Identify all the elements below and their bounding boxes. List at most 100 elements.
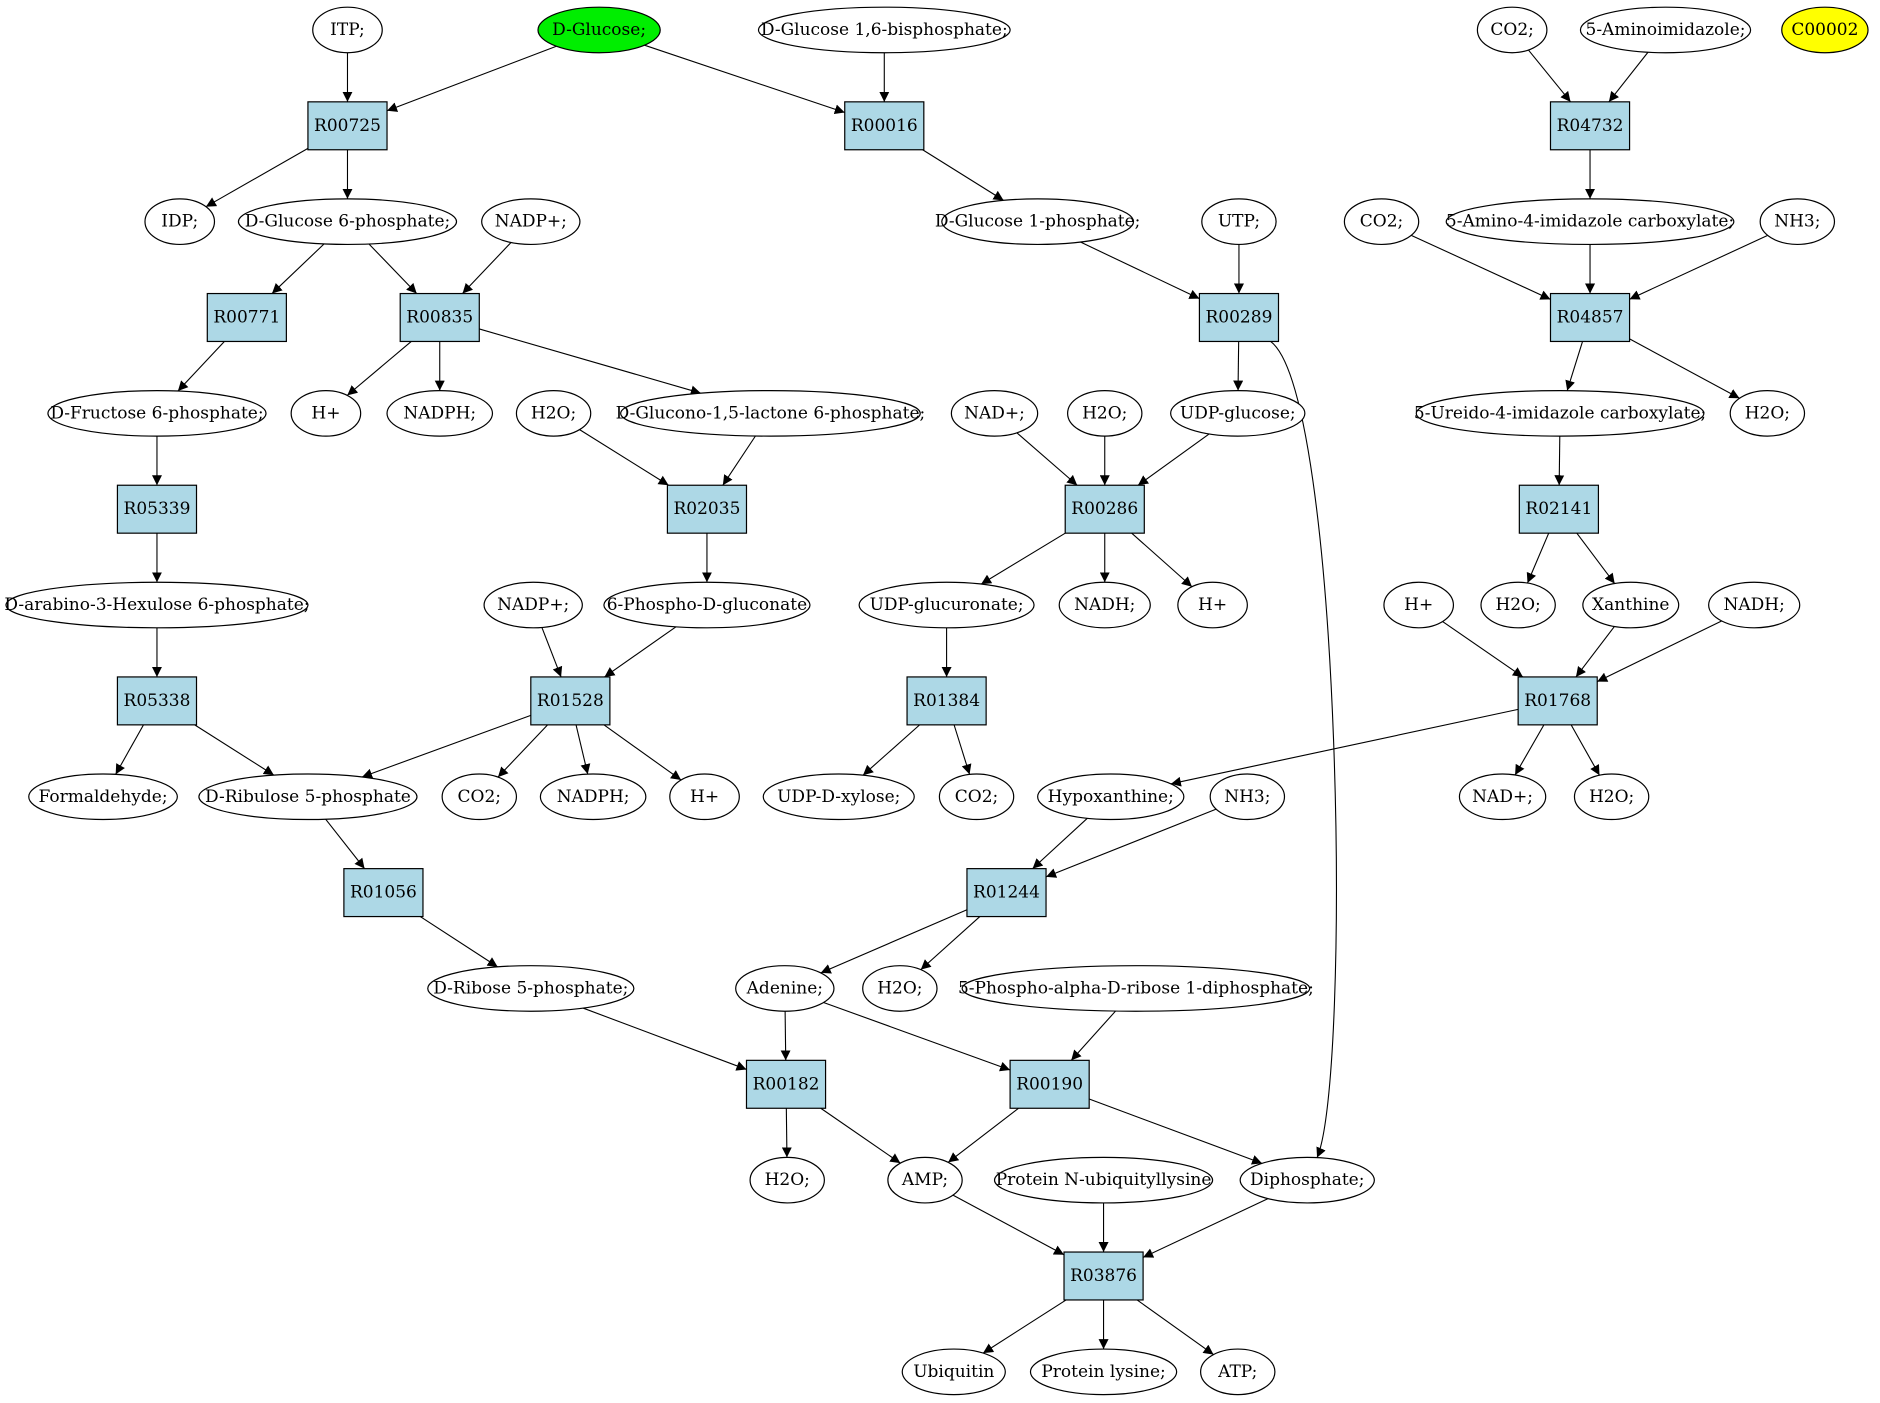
edge-arrow	[1032, 817, 1088, 870]
edge-arrow	[1270, 341, 1337, 1158]
node-label: 5-Phospho-alpha-D-ribose 1-diphosphate;	[958, 978, 1314, 998]
compound-node: Protein lysine;	[1029, 1348, 1178, 1396]
reaction-box	[1518, 484, 1600, 534]
edge-arrow	[419, 916, 498, 968]
edge-arrow	[947, 1107, 1019, 1163]
reaction-node: R04732	[1549, 101, 1631, 151]
node-label: R04857	[1557, 308, 1624, 328]
edge-arrow	[1131, 532, 1193, 588]
compound-ellipse	[993, 1156, 1214, 1204]
compound-node: H2O;	[862, 965, 938, 1012]
edge-arrow	[1080, 241, 1200, 300]
compound-ellipse	[1480, 581, 1556, 629]
edge-arrow	[722, 435, 756, 486]
node-label: H+	[1198, 595, 1227, 615]
compound-ellipse	[1177, 581, 1248, 629]
compound-ellipse	[481, 198, 581, 246]
node-label: R05339	[124, 499, 191, 519]
reaction-node: R01244	[966, 868, 1047, 918]
node-label: 5-Ureido-4-imidazole carboxylate;	[1414, 403, 1706, 423]
node-label: R01768	[1524, 691, 1591, 711]
edge-arrow	[781, 1108, 792, 1158]
compound-node: H2O;	[1480, 581, 1556, 629]
node-label: AMP;	[901, 1170, 948, 1190]
compound-ellipse	[1415, 389, 1705, 437]
edge-arrow	[1608, 51, 1649, 103]
compound-node: H2O;	[515, 389, 592, 437]
compound-node: 6-Phospho-D-gluconate	[603, 581, 811, 629]
compound-node: H2O;	[1729, 389, 1806, 437]
node-label: H2O;	[1495, 595, 1540, 615]
edge-arrow	[1016, 432, 1078, 486]
compound-ellipse	[1582, 581, 1680, 629]
edge-arrow	[462, 242, 512, 294]
node-label: H2O;	[877, 978, 922, 998]
reaction-node: R00835	[399, 292, 480, 343]
edge-arrow	[115, 724, 144, 775]
reaction-box	[116, 484, 198, 534]
compound-ellipse	[603, 581, 811, 629]
node-label: H2O;	[1082, 403, 1127, 423]
compound-node: NAD+;	[950, 389, 1039, 437]
reaction-box	[906, 676, 987, 726]
node-label: R00725	[314, 116, 381, 136]
edge-arrow	[922, 149, 1004, 201]
compound-node: H2O;	[749, 1156, 825, 1204]
compound-node: D-Glucono-1,5-lactone 6-phosphate;	[616, 389, 925, 437]
node-label: NADH;	[1724, 595, 1785, 615]
compound-node: Hypoxanthine;	[1037, 773, 1185, 821]
reaction-node: R01056	[343, 868, 424, 918]
reaction-box	[116, 676, 198, 726]
compound-node: 5-Ureido-4-imidazole carboxylate;	[1414, 389, 1706, 437]
compound-ellipse	[1037, 773, 1185, 821]
edge-arrow	[1137, 433, 1210, 486]
node-label: NADPH;	[557, 787, 630, 807]
compound-node: CO2;	[441, 773, 518, 821]
reaction-node: R00771	[206, 292, 287, 343]
compound-ellipse	[950, 389, 1039, 437]
node-label: H2O;	[531, 403, 576, 423]
compound-ellipse	[1759, 198, 1836, 246]
compound-node: D-Ribose 5-phosphate;	[427, 965, 635, 1012]
reaction-box	[399, 292, 480, 343]
reaction-node: R05339	[116, 484, 198, 534]
node-label: D-Glucose 6-phosphate;	[245, 212, 451, 232]
compound-ellipse	[1239, 1156, 1375, 1204]
compound-node: NH3;	[1759, 198, 1836, 246]
edge-arrow	[205, 147, 309, 208]
reaction-box	[530, 676, 611, 726]
node-label: UTP;	[1218, 212, 1260, 232]
compound-ellipse	[1383, 581, 1455, 629]
node-label: D-Glucose 1-phosphate;	[935, 212, 1141, 232]
compound-ellipse	[515, 389, 592, 437]
node-label: CO2;	[458, 787, 502, 807]
edge-arrow	[1576, 532, 1616, 584]
edge-arrow	[820, 1107, 901, 1164]
node-label: Hypoxanthine;	[1048, 787, 1174, 807]
reaction-box	[1549, 292, 1631, 343]
compound-ellipse	[386, 389, 494, 437]
edge-arrow	[1045, 808, 1217, 878]
reaction-box	[307, 101, 388, 151]
compound-node: NAD+;	[1458, 773, 1547, 821]
reaction-node: R00182	[745, 1059, 827, 1109]
compound-ellipse	[938, 773, 1015, 821]
node-label: UDP-glucuronate;	[870, 595, 1024, 615]
compound-ellipse	[537, 6, 661, 54]
compound-ellipse	[312, 6, 383, 54]
compound-ellipse	[198, 773, 418, 821]
node-label: Adenine;	[746, 978, 823, 998]
compound-ellipse	[961, 965, 1311, 1012]
edge-arrow	[1629, 234, 1768, 300]
compound-ellipse	[144, 198, 216, 246]
node-label: H+	[311, 403, 340, 423]
compound-node: NH3;	[1209, 773, 1286, 821]
compound-ellipse	[862, 965, 938, 1012]
compound-node: ITP;	[312, 6, 383, 54]
compound-node: 5-Aminoimidazole;	[1579, 6, 1752, 54]
node-label: 5-Aminoimidazole;	[1586, 20, 1746, 40]
node-label: R00182	[753, 1074, 820, 1094]
compound-ellipse	[427, 965, 635, 1012]
compound-node: Adenine;	[735, 965, 835, 1012]
compound-node: 5-Phospho-alpha-D-ribose 1-diphosphate;	[958, 965, 1314, 1012]
